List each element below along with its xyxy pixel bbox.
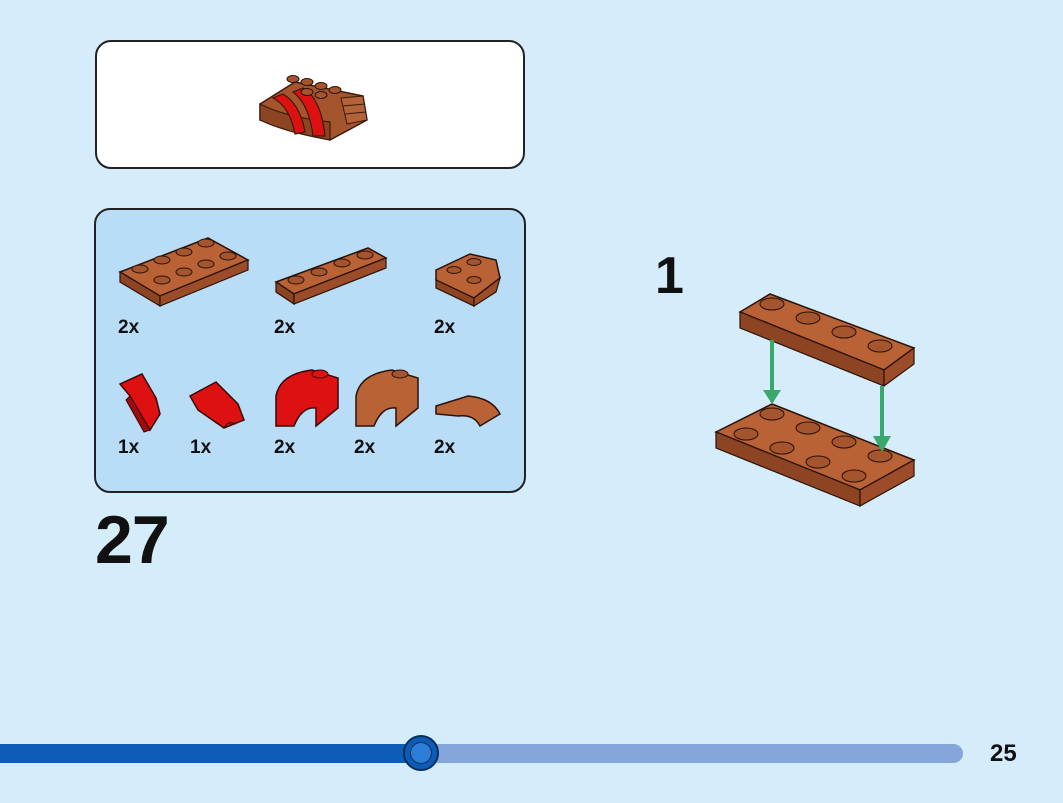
part-curved-tile-brown-illustration: [435, 395, 501, 428]
part-wedge-plate-brown-illustration: [435, 253, 502, 308]
part-quantity: 2x: [434, 437, 456, 458]
part-quantity: 2x: [118, 317, 140, 338]
part-wedge-slope-red-right-illustration: [188, 381, 245, 429]
part-quantity: 2x: [274, 437, 296, 458]
page-number: 25: [990, 740, 1017, 767]
part-curved-slope-red-illustration: [275, 369, 339, 428]
part-quantity: 2x: [434, 317, 456, 338]
part-quantity: 1x: [118, 437, 140, 458]
part-plate-2x4-brown-illustration: [118, 237, 250, 308]
assembly-preview-illustration: [259, 75, 368, 141]
part-quantity: 2x: [354, 437, 376, 458]
part-wedge-slope-red-left-illustration: [118, 373, 161, 433]
part-quantity: 1x: [190, 437, 212, 458]
progress-knob: [403, 735, 439, 771]
step-number: 27: [95, 502, 170, 578]
parts-list-panel: 2x 2x 2x 1x 1x 2x 2x 2x: [94, 208, 526, 493]
part-quantity: 2x: [274, 317, 296, 338]
substep-assembly-illustration: [714, 293, 916, 508]
progress-fill: [0, 744, 421, 763]
substep-number: 1: [655, 247, 684, 305]
part-plate-1x4-brown-illustration: [274, 247, 388, 306]
part-curved-slope-brown-illustration: [355, 369, 419, 428]
assembly-preview-panel: [95, 40, 525, 169]
